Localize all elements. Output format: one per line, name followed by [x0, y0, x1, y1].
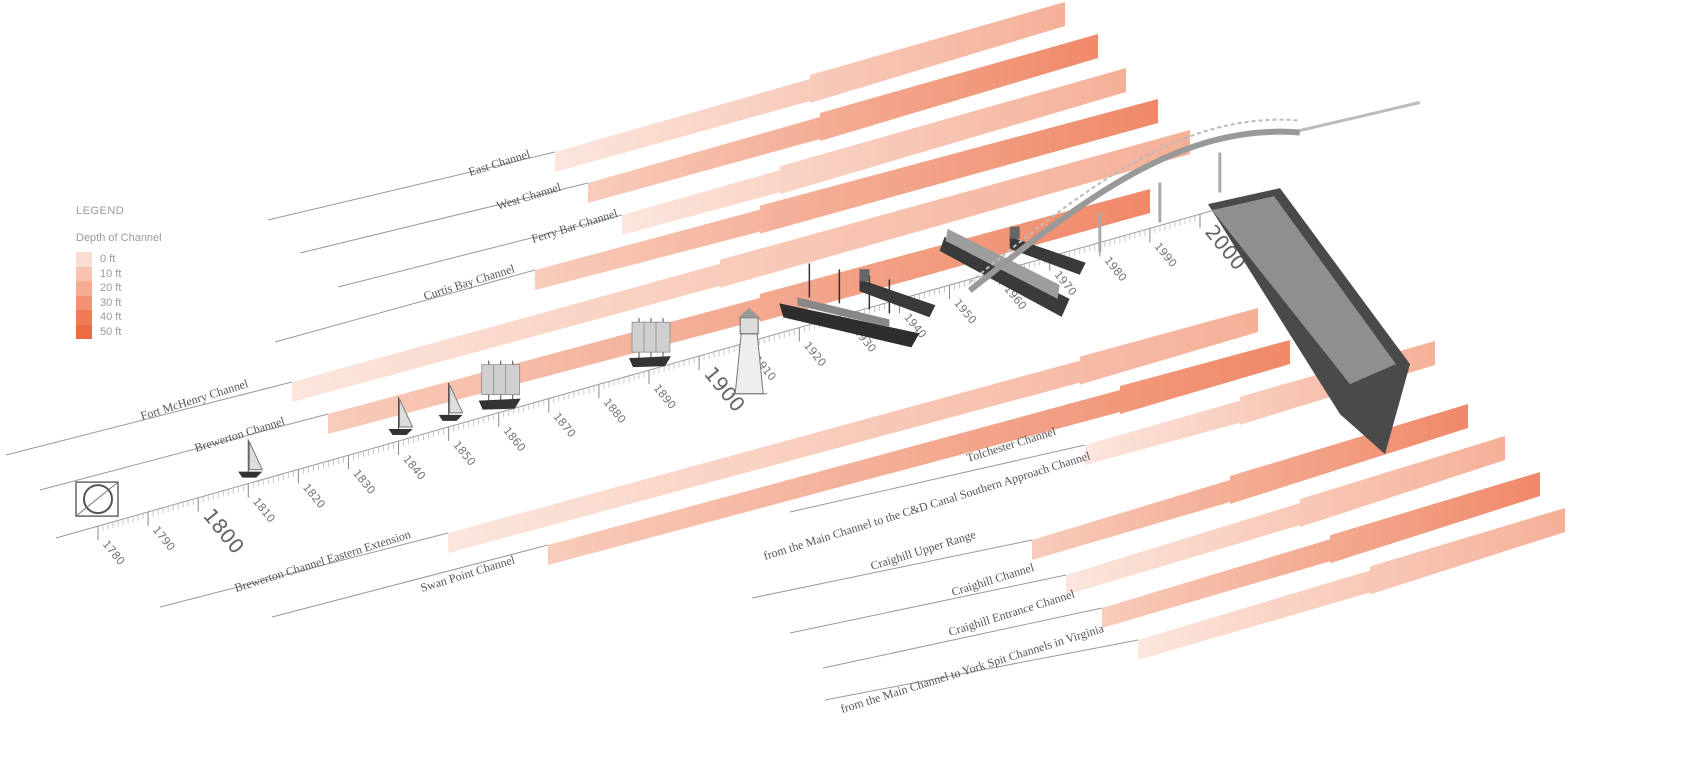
channel-label: Craighill Channel: [950, 560, 1037, 599]
year-label: 1920: [801, 339, 829, 369]
year-label: 1820: [300, 481, 328, 511]
legend-item: 30 ft: [76, 295, 162, 310]
channel-depth-band: [1102, 472, 1540, 628]
channel-guide-line: [5, 381, 293, 456]
year-label: 1880: [601, 396, 629, 426]
channel-depth-band: [622, 68, 1126, 235]
tall-ship-icon: [478, 360, 521, 410]
dredge-machine-icon: [75, 481, 119, 517]
lighthouse-icon: [731, 307, 768, 395]
channel-guide-lines: [5, 151, 1139, 701]
year-label: 1810: [250, 495, 278, 525]
channel-guide-line: [824, 639, 1139, 701]
channel-label: East Channel: [467, 146, 533, 178]
legend: LEGEND Depth of Channel 0 ft 10 ft 20 ft…: [76, 205, 162, 339]
legend-item: 10 ft: [76, 266, 162, 281]
channel-depth-band: [548, 340, 1290, 565]
channel-label: Fort McHenry Channel: [139, 376, 251, 423]
large-container-ship-icon: [1208, 188, 1410, 455]
sailboat-icon: [388, 397, 414, 436]
channel-depth-band: [1032, 404, 1468, 560]
channel-depth-band: [588, 34, 1098, 203]
channel-depth-band: [555, 2, 1065, 172]
channel-guide-line: [267, 151, 556, 221]
legend-swatch: [76, 310, 92, 325]
year-label: 1860: [500, 424, 528, 454]
year-label: 1830: [350, 467, 378, 497]
channel-label: Swan Point Channel: [419, 552, 517, 595]
legend-subtitle: Depth of Channel: [76, 232, 162, 244]
channel-guide-line: [822, 607, 1103, 669]
channel-guide-line: [751, 539, 1033, 599]
legend-label: 50 ft: [100, 325, 122, 338]
sailboat-icon: [438, 382, 464, 421]
legend-label: 20 ft: [100, 282, 122, 295]
year-label: 1840: [400, 453, 428, 483]
legend-swatch: [76, 281, 92, 296]
channel-label: West Channel: [495, 180, 563, 213]
year-label: 1790: [150, 524, 178, 554]
legend-item: 40 ft: [76, 310, 162, 325]
channel-label: from the Main Channel to York Spit Chann…: [839, 621, 1106, 716]
channel-depth-band: [292, 130, 1190, 402]
cargo-ship-icon: [859, 269, 936, 318]
channel-guide-line: [337, 214, 623, 288]
channel-guide-line: [789, 574, 1067, 634]
year-label: 1890: [651, 382, 679, 412]
channel-depth-band: [448, 308, 1258, 553]
year-label: 1990: [1152, 240, 1180, 270]
legend-items: 0 ft 10 ft 20 ft 30 ft 40 ft 50 ft: [76, 252, 162, 339]
legend-item: 20 ft: [76, 281, 162, 296]
year-label: 1980: [1101, 254, 1129, 284]
legend-label: 40 ft: [100, 311, 122, 324]
channel-depth-band: [535, 99, 1158, 290]
truss-bridge-icon: [967, 101, 1421, 293]
sailboat-icon: [238, 439, 264, 478]
year-label: 1780: [100, 538, 128, 568]
channel-label: Brewerton Channel: [193, 414, 287, 455]
channel-label: Brewerton Channel Eastern Extension: [233, 527, 413, 595]
legend-title: LEGEND: [76, 205, 125, 217]
legend-item: 50 ft: [76, 324, 162, 339]
year-label: 1800: [198, 504, 249, 559]
channel-guide-line: [271, 544, 549, 618]
legend-swatch: [76, 252, 92, 267]
legend-label: 30 ft: [100, 296, 122, 309]
channel-label: Curtis Bay Channel: [422, 261, 517, 303]
year-label: 1850: [450, 439, 478, 469]
year-label: 1950: [951, 297, 979, 327]
legend-label: 10 ft: [100, 267, 122, 280]
tall-ship-icon: [629, 318, 671, 368]
channel-guide-line: [299, 182, 589, 254]
channel-label: Craighill Upper Range: [869, 527, 978, 573]
year-label: 1870: [550, 410, 578, 440]
channel-guide-line: [789, 444, 1086, 513]
channel-guide-line: [39, 413, 329, 491]
legend-item: 0 ft: [76, 252, 162, 267]
channel-label: Ferry Bar Channel: [530, 206, 620, 246]
legend-swatch: [76, 266, 92, 281]
legend-swatch: [76, 324, 92, 339]
channel-depth-band: [1138, 508, 1565, 660]
illustrations: [75, 101, 1421, 517]
channel-guide-line: [274, 269, 536, 343]
channel-guide-line: [159, 532, 449, 608]
legend-label: 0 ft: [100, 253, 116, 266]
legend-swatch: [76, 295, 92, 310]
channel-depth-band: [1066, 436, 1505, 595]
